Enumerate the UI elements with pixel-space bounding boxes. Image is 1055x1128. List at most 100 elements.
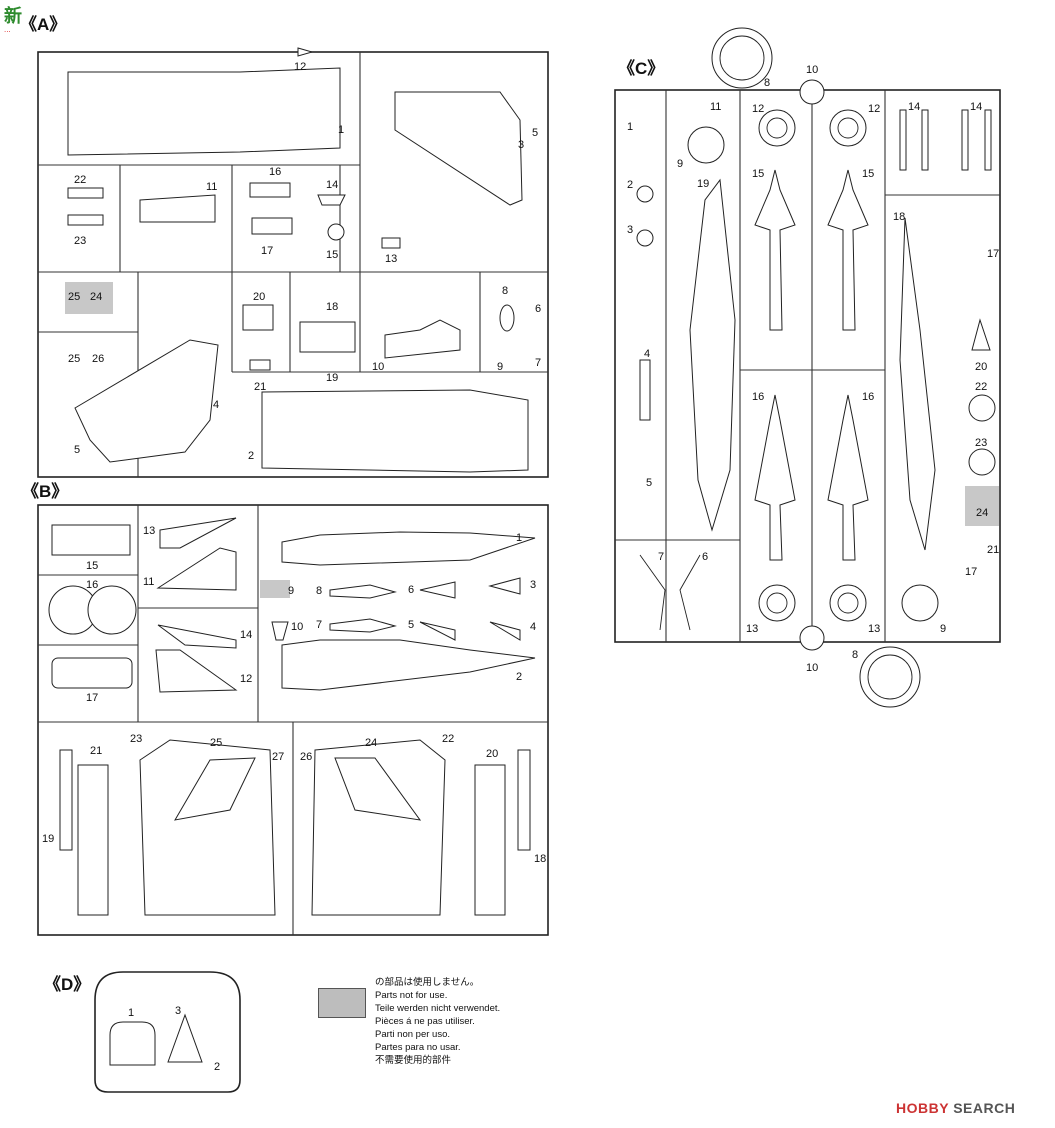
c-num-9b: 9 <box>940 623 946 635</box>
sprue-a: 《A》 <box>20 14 549 478</box>
c-num-13a: 13 <box>746 623 758 635</box>
c-num-1: 1 <box>627 121 633 133</box>
legend-line-it: Parti non per uso. <box>375 1029 450 1040</box>
b-num-22: 22 <box>442 733 454 745</box>
part-d2 <box>167 1013 203 1063</box>
sprue-d-frame <box>94 971 241 1093</box>
part-b17 <box>51 657 133 689</box>
part-c12-left <box>758 109 796 147</box>
part-b25 <box>174 757 256 821</box>
part-b15 <box>51 524 131 556</box>
part-b5 <box>419 621 456 641</box>
c-num-14b: 14 <box>970 101 982 113</box>
a-num-15: 15 <box>326 249 338 261</box>
a-num-7: 7 <box>535 357 541 369</box>
a-num-23: 23 <box>74 235 86 247</box>
part-c10-top <box>799 79 825 105</box>
c-num-22: 22 <box>975 381 987 393</box>
part-a14 <box>317 194 346 206</box>
c-num-21: 21 <box>987 544 999 556</box>
a-num-20: 20 <box>253 291 265 303</box>
a-num-3: 3 <box>518 139 524 151</box>
a-num-1: 1 <box>338 124 344 136</box>
watermark-suffix: SEARCH <box>953 1100 1016 1116</box>
part-c13-left <box>758 584 796 622</box>
a-num-2: 2 <box>248 450 254 462</box>
part-c15-left <box>754 169 796 331</box>
b-num-17: 17 <box>86 692 98 704</box>
sprue-d-part-labels: 1 2 3 <box>128 1005 220 1073</box>
sprue-b-label: 《B》 <box>22 481 68 501</box>
part-c9-bottom <box>901 584 939 622</box>
b-num-20: 20 <box>486 748 498 760</box>
legend-line-de: Teile werden nicht verwendet. <box>375 1003 501 1014</box>
sprue-a-label: 《A》 <box>20 14 66 34</box>
c-num-17b: 17 <box>965 566 977 578</box>
part-a11 <box>139 194 216 223</box>
part-c8-bottom <box>859 646 921 708</box>
part-b16-right <box>87 585 137 635</box>
b-num-15: 15 <box>86 560 98 572</box>
c-num-12b: 12 <box>868 103 880 115</box>
c-num-5: 5 <box>646 477 652 489</box>
sprue-a-frame <box>37 51 549 478</box>
b-num-27: 27 <box>272 751 284 763</box>
a-num-21: 21 <box>254 381 266 393</box>
part-a8 <box>499 304 515 332</box>
part-a2 <box>261 389 529 473</box>
c-num-15b: 15 <box>862 168 874 180</box>
a-num-13: 13 <box>385 253 397 265</box>
b-num-3: 3 <box>530 579 536 591</box>
b-num-5: 5 <box>408 619 414 631</box>
b-num-12: 12 <box>240 673 252 685</box>
c-num-2: 2 <box>627 179 633 191</box>
part-b18 <box>517 749 531 851</box>
legend-line-es: Partes para no usar. <box>375 1042 461 1053</box>
part-b2 <box>281 639 536 691</box>
part-b19 <box>59 749 73 851</box>
part-c19 <box>689 178 736 532</box>
b-num-16: 16 <box>86 579 98 591</box>
part-c12-right <box>829 109 867 147</box>
d-num-2: 2 <box>214 1061 220 1073</box>
c-num-8a: 8 <box>764 77 770 89</box>
part-c20 <box>971 318 991 351</box>
c-num-14a: 14 <box>908 101 920 113</box>
sprue-b: 《B》 <box>22 481 549 936</box>
watermark-brand: HOBBY <box>896 1100 949 1116</box>
part-a13 <box>381 237 401 249</box>
legend-line-fr: Pièces á ne pas utiliser. <box>375 1016 475 1027</box>
b-num-21: 21 <box>90 745 102 757</box>
part-a21 <box>249 359 271 371</box>
sprue-b-part-labels: 1 2 3 4 5 6 7 8 9 10 11 12 13 14 15 16 1… <box>42 525 546 865</box>
c-num-15a: 15 <box>752 168 764 180</box>
part-a12 <box>297 47 314 57</box>
b-num-24: 24 <box>365 737 377 749</box>
c-num-19: 19 <box>697 178 709 190</box>
b-num-18: 18 <box>534 853 546 865</box>
b-num-9: 9 <box>288 585 294 597</box>
legend-line-en: Parts not for use. <box>375 990 448 1001</box>
part-b3 <box>488 577 521 595</box>
not-for-use-box-c <box>965 486 999 526</box>
c-num-17a: 17 <box>987 248 999 260</box>
b-num-1: 1 <box>516 532 522 544</box>
part-b1 <box>281 531 536 566</box>
part-c15-right <box>827 169 869 331</box>
part-a16 <box>249 182 291 198</box>
watermark-logo-bottom-right: HOBBY SEARCH <box>896 1100 1015 1116</box>
not-for-use-box-a <box>65 282 113 314</box>
c-num-9a: 9 <box>677 158 683 170</box>
d-num-3: 3 <box>175 1005 181 1017</box>
part-c13-right <box>829 584 867 622</box>
legend-line-zh: 不需要使用的部件 <box>375 1055 452 1066</box>
b-num-25: 25 <box>210 737 222 749</box>
part-b21 <box>77 764 109 916</box>
b-num-7: 7 <box>316 619 322 631</box>
a-num-9: 9 <box>497 361 503 373</box>
part-b6 <box>419 581 456 599</box>
c-num-20: 20 <box>975 361 987 373</box>
c-num-16a: 16 <box>752 391 764 403</box>
part-c14-b <box>921 109 929 171</box>
sprue-c-frame <box>614 89 1001 643</box>
